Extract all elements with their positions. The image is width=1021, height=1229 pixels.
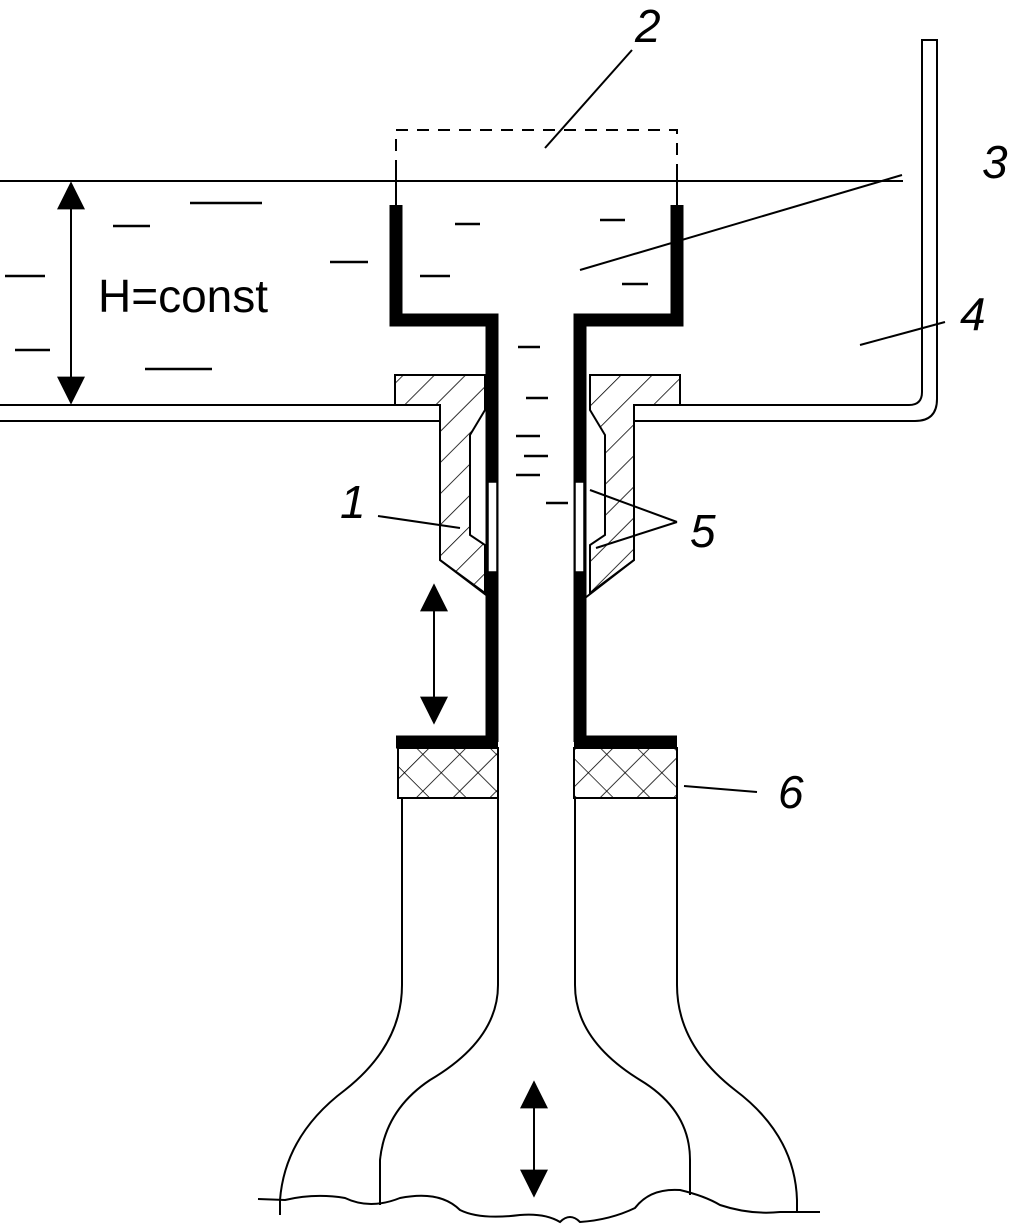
lower-bell	[279, 798, 798, 1215]
label-4: 4	[960, 288, 986, 340]
label-2: 2	[634, 0, 661, 52]
water-dashes	[5, 201, 648, 505]
overflow-zone-outline	[395, 129, 678, 172]
leader-lines	[377, 49, 946, 793]
gland-bushing	[394, 374, 681, 595]
ground-surface	[257, 1188, 820, 1224]
head-label: H=const	[98, 270, 268, 322]
label-5: 5	[690, 505, 716, 557]
label-3: 3	[982, 136, 1008, 188]
seal-rings	[487, 481, 585, 573]
label-1: 1	[340, 476, 366, 528]
label-6: 6	[778, 766, 804, 818]
coupling-ring	[397, 747, 678, 799]
